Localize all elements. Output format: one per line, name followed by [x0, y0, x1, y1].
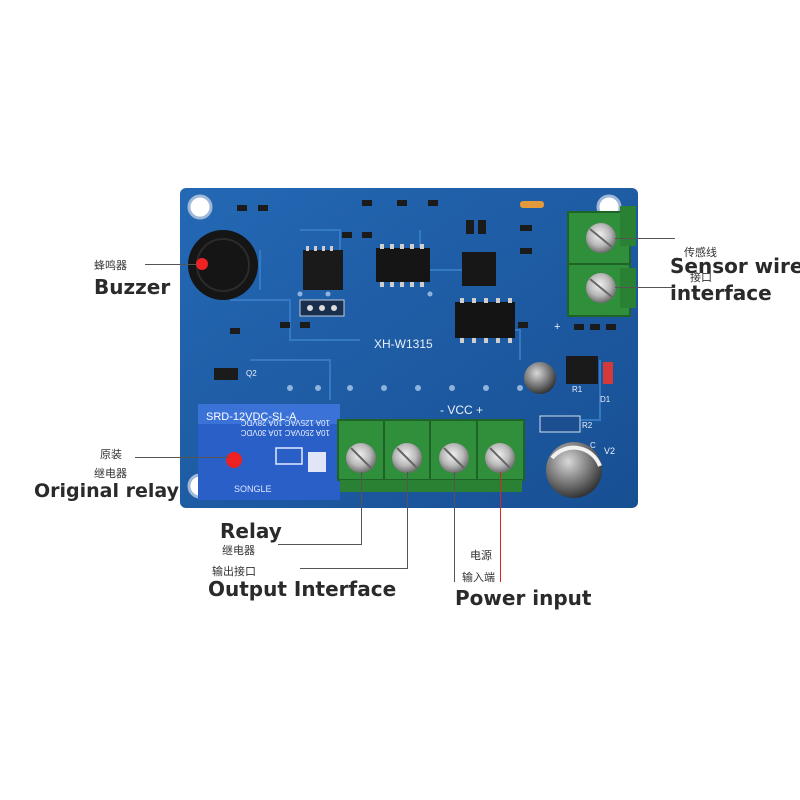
relay-brand: SONGLE	[234, 484, 272, 494]
voltage-regulator	[566, 356, 598, 384]
relay-label-zh: 继电器	[222, 544, 255, 557]
relay-ratings-line-2: 10A 125VAC 10A 28VDC	[241, 418, 330, 427]
sensor-label-en-2: interface	[670, 281, 772, 305]
relay-ratings-line-1: 10A 250VAC 10A 30VDC	[241, 428, 330, 437]
mount-hole	[187, 194, 213, 220]
sensor-callout-line-1	[615, 238, 675, 239]
d1-label: D1	[600, 395, 611, 404]
capacitor	[546, 442, 602, 498]
plus-label: +	[554, 321, 560, 333]
board-model-label: XH-W1315	[374, 337, 433, 351]
power-label-zh-1: 电源	[470, 549, 492, 562]
sensor-callout-line-2	[615, 287, 675, 288]
r1-label: R1	[572, 385, 583, 394]
sensor-label-zh-1: 传感线	[684, 246, 717, 259]
power-label-en: Power input	[455, 586, 592, 610]
sensor-label-en-1: Sensor wire	[670, 254, 800, 278]
power-callout-vline-1	[454, 472, 455, 582]
capacitor	[524, 362, 556, 394]
q2-label: Q2	[246, 369, 257, 378]
buzzer-label-zh: 蜂鸣器	[94, 259, 127, 272]
c-label: C	[590, 441, 596, 450]
buzzer-callout-line	[145, 264, 197, 265]
original-relay-label-zh-2: 继电器	[94, 467, 127, 480]
resistor	[520, 201, 544, 208]
sensor-label-zh-2: 接口	[690, 271, 712, 284]
buzzer-part	[188, 230, 258, 300]
ic-chip	[462, 252, 496, 286]
r2-label: R2	[582, 421, 593, 430]
buzzer-marker-dot	[196, 258, 208, 270]
original-relay-label-en: Original relay	[34, 480, 180, 502]
output-label-zh: 输出接口	[212, 565, 256, 578]
original-relay-label-zh-1: 原装	[100, 448, 122, 461]
v2-label: V2	[604, 446, 615, 456]
ic-chip	[455, 302, 515, 338]
output-label-en: Output Interface	[208, 577, 397, 601]
relay-out-callout-hline-2	[300, 568, 408, 569]
buzzer-label-en: Buzzer	[94, 275, 171, 299]
power-callout-vline-2	[500, 472, 501, 582]
relay-out-callout-vline-1	[361, 472, 362, 544]
power-label-zh-2: 输入端	[462, 571, 495, 584]
relay-out-callout-vline-2	[407, 472, 408, 568]
relay-model: SRD-12VDC-SL-A	[206, 411, 297, 423]
relay-label-en: Relay	[220, 519, 282, 543]
relay-out-callout-hline-1	[278, 544, 362, 545]
relay-callout-line	[135, 457, 229, 458]
ic-chip	[303, 250, 343, 290]
relay-marker-dot	[228, 452, 240, 464]
vcc-label: - VCC +	[440, 403, 483, 417]
ic-chip	[376, 248, 430, 282]
